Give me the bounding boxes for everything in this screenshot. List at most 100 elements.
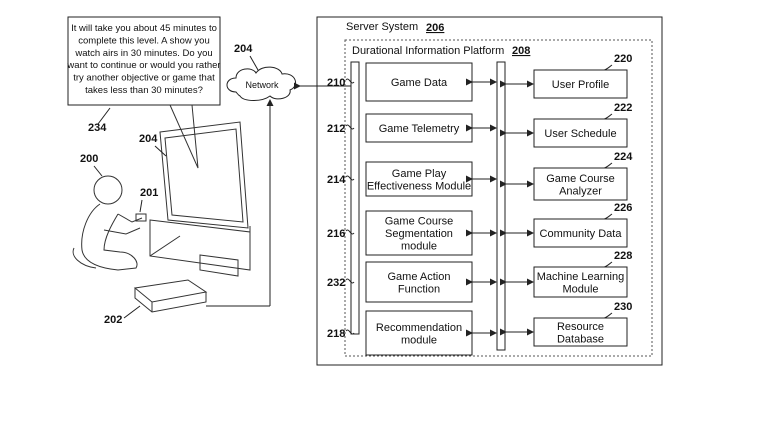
tv-stand xyxy=(149,219,251,271)
module-label-line: Database xyxy=(557,333,604,345)
module-ref-leader xyxy=(603,312,613,319)
module-ref-leader xyxy=(603,64,613,71)
module-label-line: Recommendation xyxy=(376,322,462,334)
module-label-line: module xyxy=(401,241,437,253)
module-label-line: Module xyxy=(562,283,598,295)
module-box xyxy=(365,310,473,356)
speech-bubble-line: try another objective or game that xyxy=(73,73,215,84)
speech-bubble-line: It will take you about 45 minutes to xyxy=(71,23,217,34)
console-sides xyxy=(134,288,207,313)
module-ref: 218 xyxy=(327,328,345,340)
controller-ref-leader xyxy=(139,199,143,213)
module-label-line: Segmentation xyxy=(385,228,453,240)
console-ref: 202 xyxy=(104,314,122,326)
console-ref-leader xyxy=(123,305,141,319)
server-system-title: Server System xyxy=(346,21,418,33)
module-ref: 220 xyxy=(614,53,632,65)
console-top xyxy=(133,279,208,303)
display-device: 204 xyxy=(139,121,251,277)
user-figure: 200 201 xyxy=(72,153,158,271)
user-legs xyxy=(72,247,97,269)
module-ref-leader xyxy=(345,78,355,84)
module-label-line: Resource xyxy=(557,321,604,333)
network-ref-leader xyxy=(249,55,259,71)
module-ref: 230 xyxy=(614,301,632,313)
speech-bubble-line: complete this level. A show you xyxy=(78,35,210,46)
module-222: User Schedule 222 xyxy=(500,102,632,148)
module-ref: 210 xyxy=(327,77,345,89)
speech-bubble-ref: 234 xyxy=(88,122,107,134)
tv-stand-drawer xyxy=(199,254,239,277)
module-ref-leader xyxy=(345,278,355,284)
module-label-line: Game Telemetry xyxy=(379,123,460,135)
speech-bubble: It will take you about 45 minutes tocomp… xyxy=(66,16,221,169)
speech-bubble-leader xyxy=(97,107,111,125)
display-screen xyxy=(159,121,249,229)
module-ref: 216 xyxy=(327,228,345,240)
module-label-line: User Schedule xyxy=(544,128,616,140)
module-label-line: Machine Learning xyxy=(537,271,624,283)
module-box xyxy=(365,161,473,197)
right-bus xyxy=(496,61,506,351)
user-head xyxy=(93,175,123,205)
module-ref-leader xyxy=(603,261,613,268)
module-label-line: Game Course xyxy=(385,216,453,228)
module-ref-leader xyxy=(603,213,613,220)
module-ref: 214 xyxy=(327,174,346,186)
module-ref: 224 xyxy=(614,151,633,163)
user-ref: 200 xyxy=(80,153,98,165)
display-ref-leader xyxy=(154,145,167,157)
module-box xyxy=(533,69,628,99)
module-box xyxy=(533,167,628,201)
user-ref-leader xyxy=(93,165,103,177)
controller-ref: 201 xyxy=(140,187,158,199)
network-label: Network xyxy=(245,80,279,90)
module-ref-leader xyxy=(603,113,613,120)
module-ref: 228 xyxy=(614,250,632,262)
server-system: Server System 206 Durational Information… xyxy=(316,16,663,366)
module-label-line: Community Data xyxy=(540,228,623,240)
user-body xyxy=(81,203,143,271)
platform-frame xyxy=(344,39,653,357)
module-ref-leader xyxy=(345,329,355,335)
controller-icon xyxy=(135,213,147,222)
module-ref-leader xyxy=(345,229,355,235)
platform-ref: 208 xyxy=(512,45,530,57)
module-ref: 226 xyxy=(614,202,632,214)
network-links xyxy=(206,82,359,307)
module-ref: 222 xyxy=(614,102,632,114)
network-ref: 204 xyxy=(234,43,253,55)
game-console: 202 xyxy=(104,279,208,326)
display-ref: 204 xyxy=(139,133,158,145)
module-label-line: Game Play xyxy=(392,168,447,180)
module-220: User Profile 220 xyxy=(500,53,632,99)
module-box xyxy=(533,266,628,298)
module-ref-leader xyxy=(345,175,355,181)
module-box xyxy=(365,210,473,256)
network-cloud-icon xyxy=(226,66,297,101)
module-label-line: Game Data xyxy=(391,77,448,89)
module-box xyxy=(533,317,628,347)
module-label-line: User Profile xyxy=(552,79,609,91)
module-ref: 212 xyxy=(327,123,345,135)
module-box xyxy=(533,118,628,148)
module-label-line: Function xyxy=(398,283,440,295)
display-bezel xyxy=(164,128,244,223)
module-210: Game Data 210 xyxy=(327,62,497,102)
module-label-line: Game Course xyxy=(546,173,614,185)
module-226: Community Data 226 xyxy=(500,202,632,248)
module-box xyxy=(533,218,628,248)
speech-bubble-text: It will take you about 45 minutes tocomp… xyxy=(66,23,220,96)
speech-bubble-line: want to continue or would you rather xyxy=(66,60,220,71)
speech-bubble-box xyxy=(67,16,221,106)
module-ref-leader xyxy=(603,162,613,169)
module-box xyxy=(365,113,473,143)
